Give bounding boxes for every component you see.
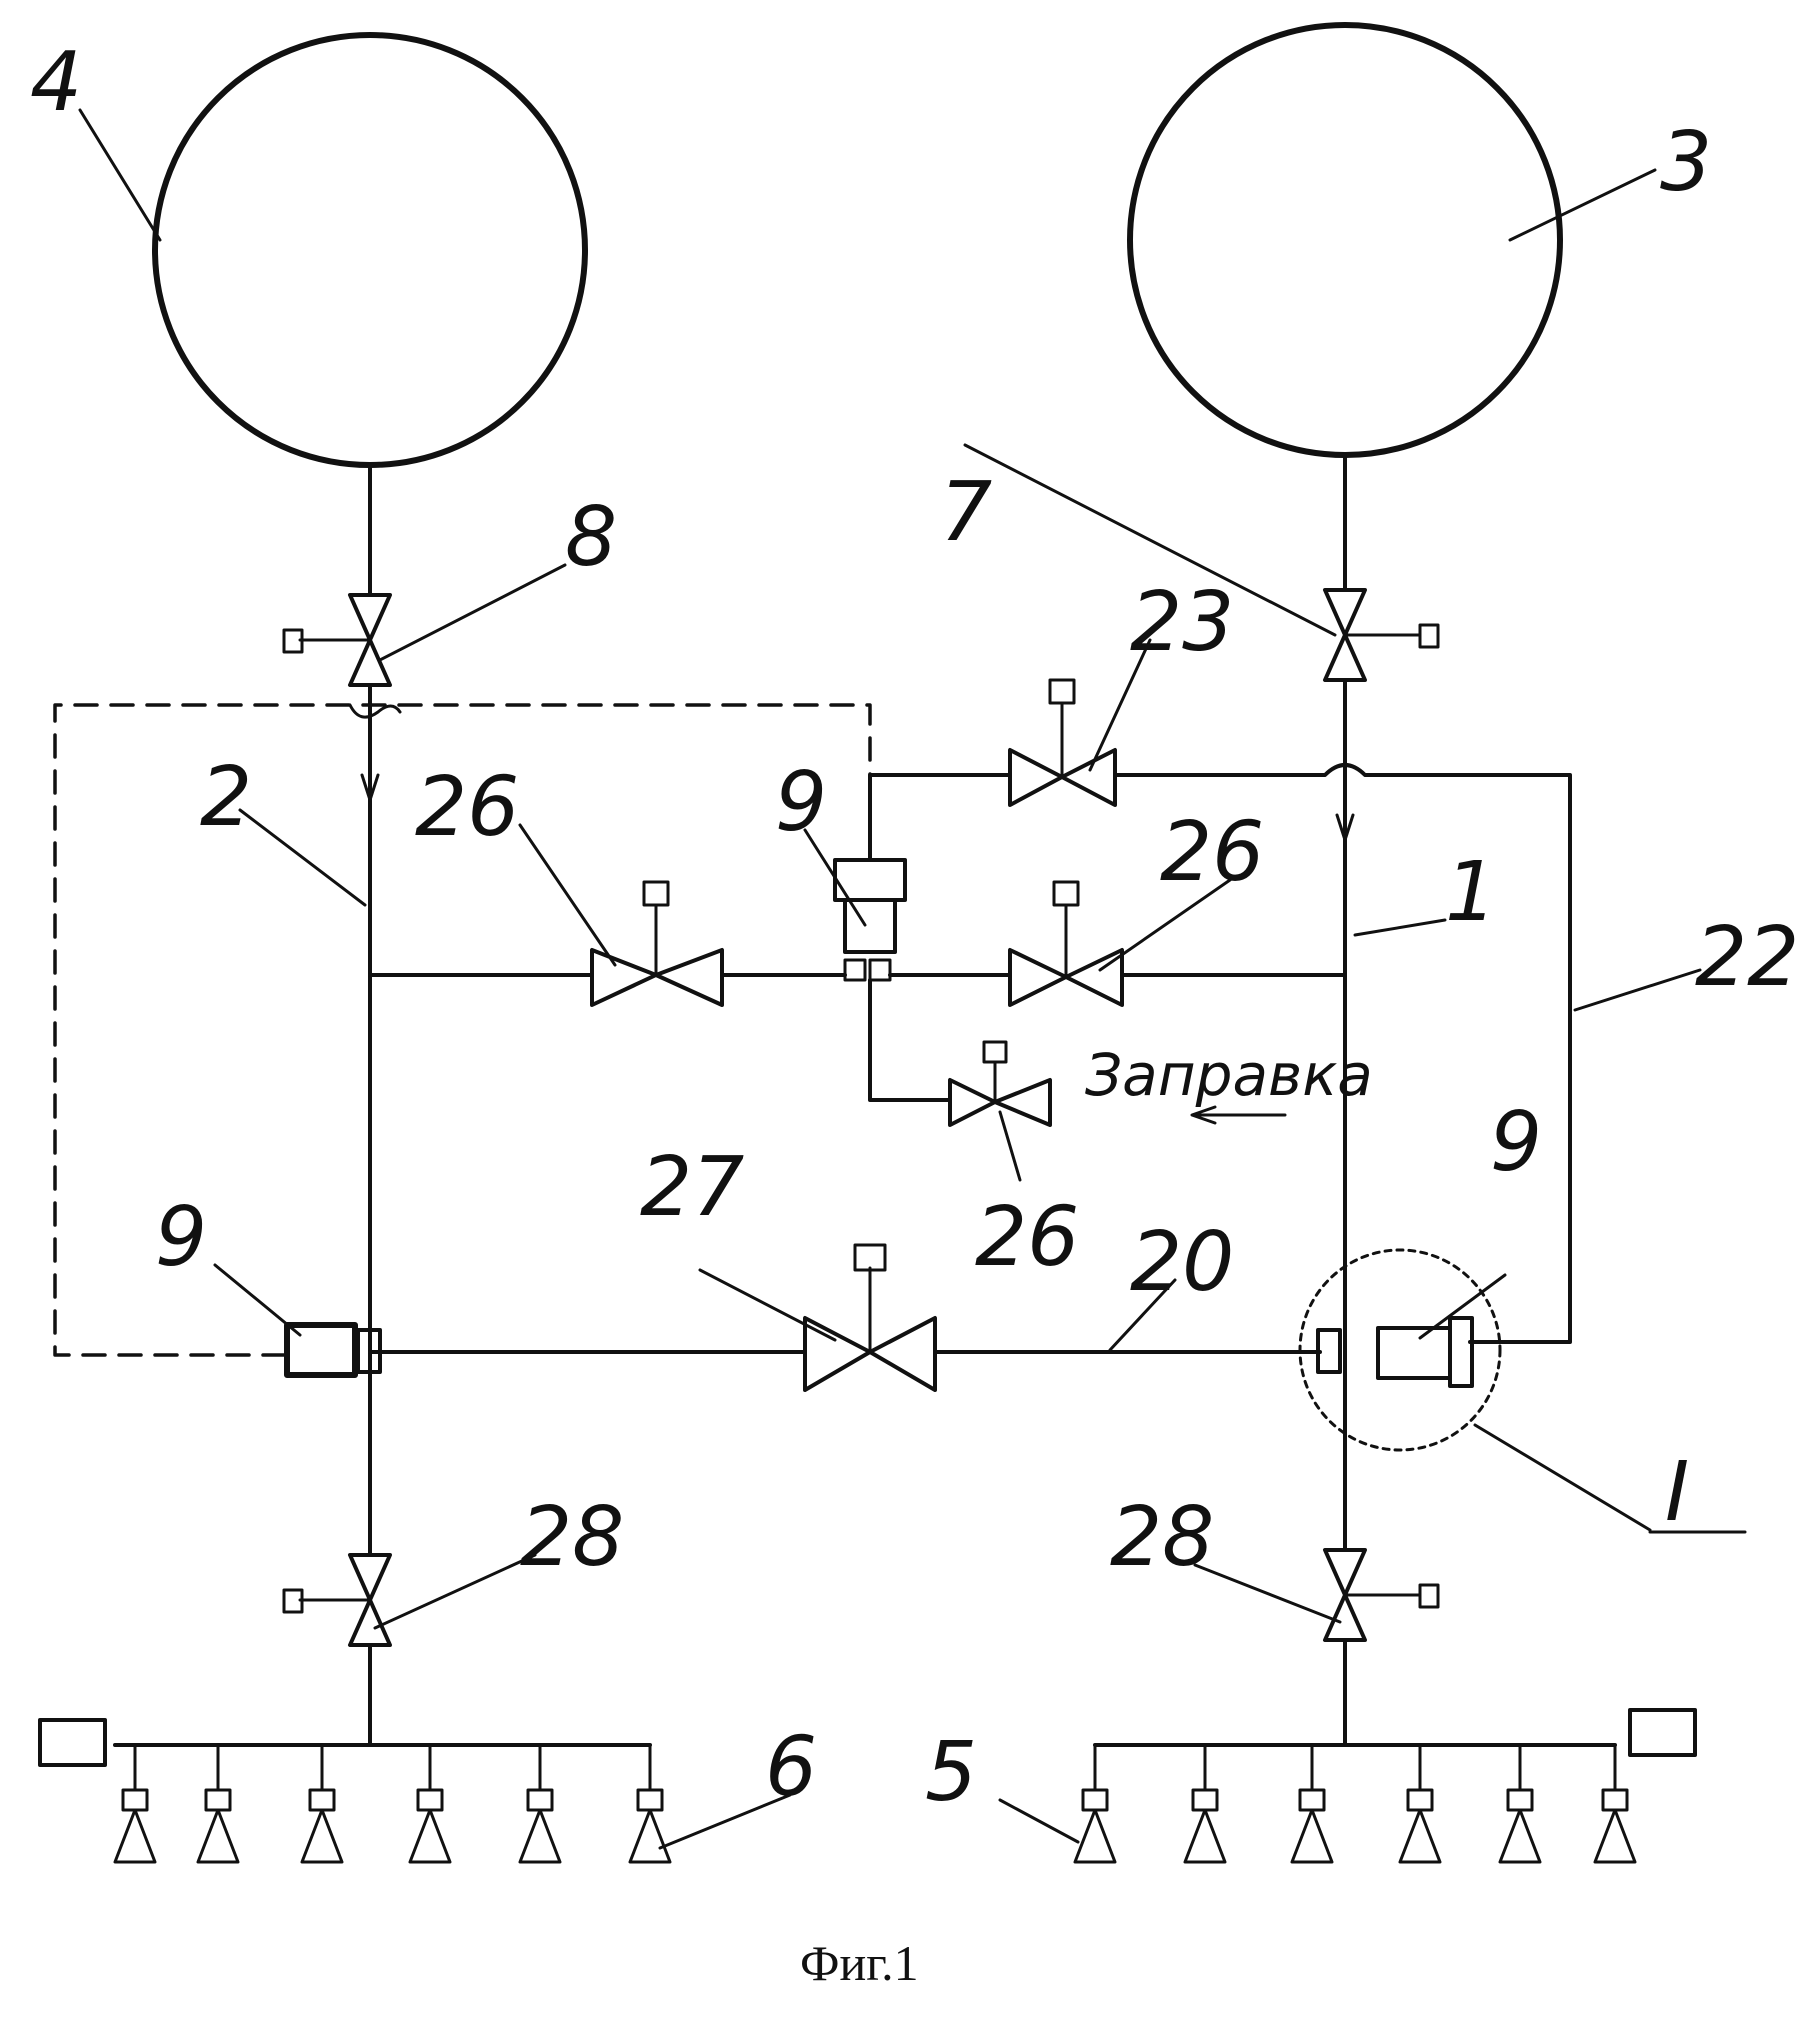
tank-3 [1130, 25, 1560, 455]
engine-5-1 [1075, 1745, 1115, 1862]
label-line-2: 2 [200, 750, 252, 845]
label-valve-27: 27 [640, 1140, 744, 1235]
label-pump-9-right: 9 [1490, 1095, 1542, 1190]
label-valve-26-right: 26 [1160, 805, 1264, 900]
label-line-1: 1 [1445, 845, 1497, 940]
engine-6-2 [198, 1745, 238, 1862]
label-line-22: 22 [1695, 910, 1799, 1005]
engine-5-5 [1500, 1745, 1540, 1862]
engine-6-3 [302, 1745, 342, 1862]
valve-23 [1010, 680, 1115, 805]
engine-5-3 [1292, 1745, 1332, 1862]
label-fill: Заправка [1085, 1041, 1373, 1109]
engine-6-5 [520, 1745, 560, 1862]
tank-4 [155, 35, 585, 465]
pump-9-right [1318, 1318, 1472, 1386]
label-engines-6: 6 [765, 1720, 817, 1815]
manifold-5-sensor [1630, 1710, 1695, 1755]
fill-line [870, 980, 950, 1100]
label-detail-I: I [1665, 1445, 1689, 1540]
valve-26-right [1010, 882, 1122, 1005]
label-line-20: 20 [1130, 1215, 1234, 1310]
label-valve-26-fill: 26 [975, 1190, 1079, 1285]
engine-6-6 [630, 1745, 670, 1862]
label-tank-4: 4 [30, 35, 82, 130]
fill-arrow [1192, 1107, 1285, 1123]
engines-5 [1075, 1745, 1635, 1862]
dashed-hook [350, 705, 400, 717]
valve-7 [1325, 590, 1438, 680]
manifold-6-sensor [40, 1720, 105, 1765]
valve-28-right [1325, 1550, 1438, 1640]
label-engines-5: 5 [925, 1725, 977, 1820]
label-valve-28-left: 28 [520, 1490, 624, 1585]
label-valve-28-right: 28 [1110, 1490, 1214, 1585]
label-pump-9-left: 9 [155, 1190, 207, 1285]
valve-8 [284, 595, 390, 685]
label-tank-3: 3 [1660, 115, 1712, 210]
engine-5-6 [1595, 1745, 1635, 1862]
label-valve-23: 23 [1130, 575, 1234, 670]
label-pump-9-top: 9 [775, 755, 827, 850]
leader-lines [80, 110, 1745, 1848]
label-valve-7: 7 [940, 465, 992, 560]
engine-6-4 [410, 1745, 450, 1862]
label-valve-26-left: 26 [415, 760, 519, 855]
valve-26-left [592, 882, 722, 1005]
pump-9-top [835, 860, 905, 980]
label-valve-8: 8 [565, 490, 617, 585]
figure-caption: Фиг.1 [800, 1935, 919, 1991]
valve-27 [805, 1245, 935, 1390]
engine-5-4 [1400, 1745, 1440, 1862]
valve-28-left [284, 1555, 390, 1645]
engines-6 [115, 1745, 670, 1862]
engine-6-1 [115, 1745, 155, 1862]
pump-9-left [287, 1325, 380, 1375]
engine-5-2 [1185, 1745, 1225, 1862]
